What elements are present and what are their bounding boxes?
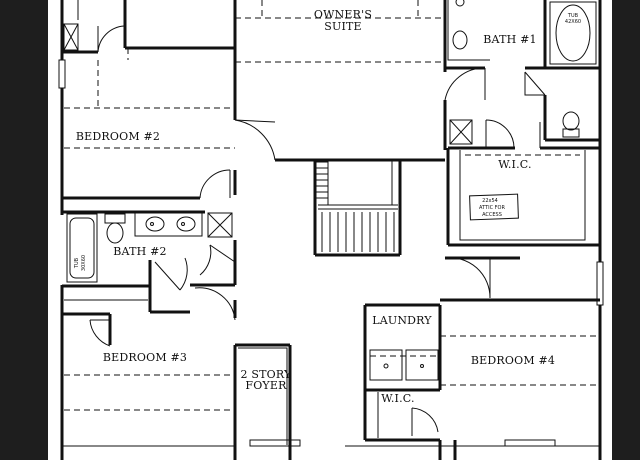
tub-top-label-2: 42X60 [565,19,581,25]
bedroom-4: BEDROOM #4 [438,298,600,460]
wic-bottom-label: W.I.C. [381,392,414,405]
bedroom-3-label: BEDROOM #3 [103,351,187,364]
bedroom-4-label: BEDROOM #4 [471,354,555,367]
laundry: LAUNDRY [363,303,442,442]
wic-top: 22x54 ATTIC FOR ACCESS W.I.C. [446,119,600,247]
tub-top-label-1: TUB [567,13,579,19]
attic-label-3: ACCESS [482,212,502,218]
bedroom-3: BEDROOM #3 [62,299,235,411]
two-story-foyer: 2 STORY FOYER [233,343,293,460]
wic-top-label: W.I.C. [498,158,531,171]
bottom-windows [62,439,600,447]
foyer-label-1: 2 STORY [241,368,293,381]
hall-walls [190,240,520,321]
bedroom-2: BEDROOM #2 [62,48,235,200]
tub-left-label-1: TUB [74,257,80,269]
attic-label-1: 22x54 [482,198,498,204]
owners-suite-walls: OWNER'S SUITE [233,0,447,195]
tub-left-label-2: 30X60 [81,255,87,271]
stairs [313,160,402,257]
attic-label-2: ATTIC FOR [479,205,505,211]
owners-suite-label-1: OWNER'S [314,8,372,21]
bath-2-label: BATH #2 [113,245,166,258]
right-border [612,0,640,460]
bath-1: TUB 42X60 BATH #1 [444,0,600,101]
toilet-closet [524,71,600,142]
left-border [0,0,48,460]
bath-1-label: BATH #1 [483,33,536,46]
bath-2: TUB 30X60 BATH #2 [62,210,236,314]
laundry-label: LAUNDRY [372,314,432,327]
foyer-label-2: FOYER [245,379,287,392]
wic-bottom: W.I.C. [377,392,439,438]
owners-suite-label-2: SUITE [324,20,362,33]
top-left-closet [62,0,235,54]
bedroom-2-label: BEDROOM #2 [76,130,160,143]
